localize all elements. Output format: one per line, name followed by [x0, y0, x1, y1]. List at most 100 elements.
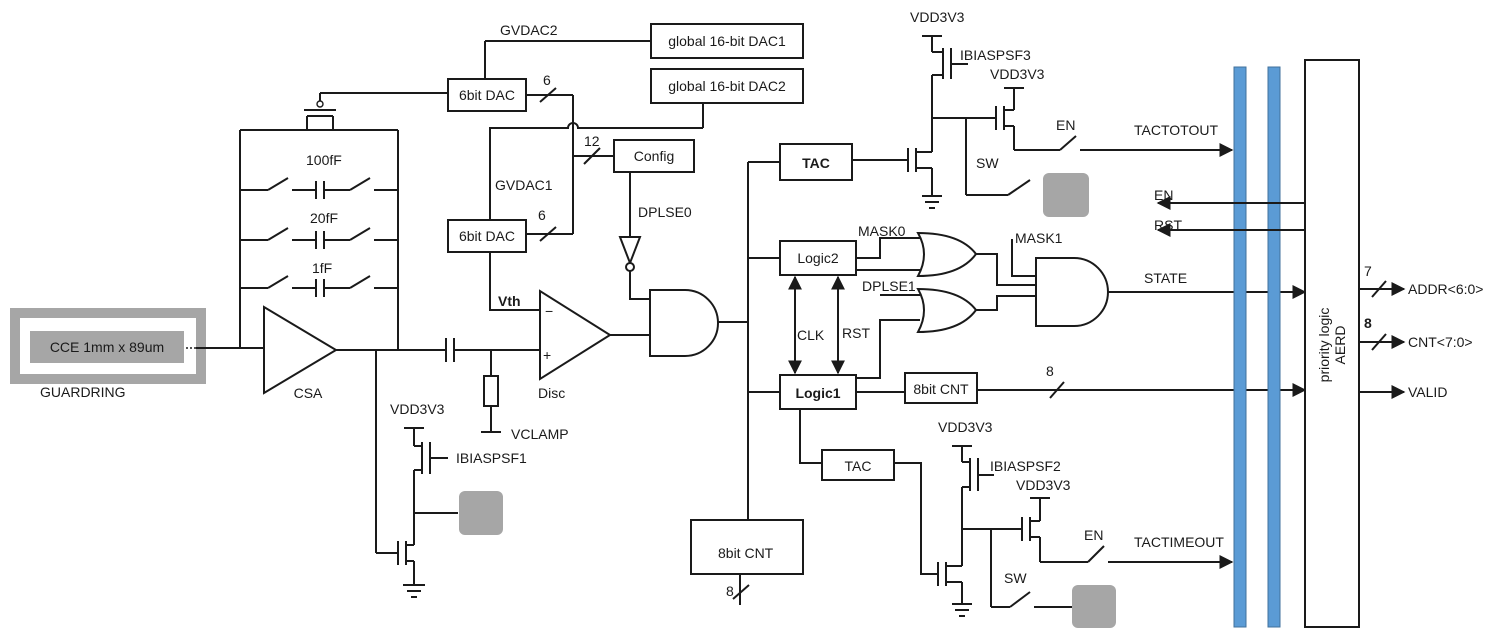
sw-top-label: SW — [976, 155, 999, 171]
en-top-label: EN — [1056, 117, 1075, 133]
bus-bar-right — [1267, 66, 1281, 628]
addr-width-label: 7 — [1364, 263, 1372, 279]
sensor-element — [30, 331, 184, 363]
cap-1f-label: 1fF — [312, 260, 332, 276]
ibias-sf1-label: IBIASPSF1 — [456, 450, 527, 466]
aerd-line1: priority logic — [1316, 308, 1332, 383]
vdd-sf1-label: VDD3V3 — [390, 401, 445, 417]
bus-slash-6-bottom — [539, 226, 557, 242]
vdd-bot2-label: VDD3V3 — [1016, 477, 1071, 493]
source-follower-1 — [375, 350, 458, 598]
disc-plus: + — [543, 347, 551, 363]
global-dac1-label: global 16-bit DAC1 — [668, 33, 786, 49]
clk-label: CLK — [797, 327, 825, 343]
gvdac2-label: GVDAC2 — [500, 22, 558, 38]
logic2-label: Logic2 — [797, 250, 838, 266]
or-gate-mask0 — [916, 231, 978, 278]
gvdac1-label: GVDAC1 — [495, 177, 553, 193]
en-sig-label: EN — [1154, 187, 1173, 203]
bus-slash-6-top — [539, 87, 557, 103]
logic1-label: Logic1 — [795, 385, 840, 401]
global-dac2-label: global 16-bit DAC2 — [668, 78, 786, 94]
vth-label: Vth — [498, 293, 521, 309]
coupling-capacitor — [445, 338, 540, 362]
config-block — [613, 139, 695, 173]
bus-slash-cnt-bottom — [732, 584, 750, 600]
mask0-label: MASK0 — [858, 223, 906, 239]
feedback-cap-100f — [240, 177, 398, 199]
dac6-bottom-label: 6bit DAC — [459, 228, 515, 244]
tactimeout-label: TACTIMEOUT — [1134, 534, 1224, 550]
wire-inverter-and — [629, 271, 650, 300]
dac6-top — [447, 78, 527, 112]
output-pad-bottom — [1072, 585, 1116, 628]
global-dac2 — [650, 68, 804, 104]
wire-logic1-or — [856, 319, 920, 379]
state-label: STATE — [1144, 270, 1187, 286]
clamp-resistor — [481, 350, 501, 433]
config-label: Config — [634, 148, 674, 164]
csa-label: CSA — [294, 385, 323, 401]
valid-label: VALID — [1408, 384, 1447, 400]
inverter-bubble — [625, 262, 635, 272]
vclamp-label: VCLAMP — [511, 426, 569, 442]
tac-bottom — [821, 449, 895, 481]
disc-label: Disc — [538, 385, 565, 401]
bus-slash-cnt-out — [1371, 333, 1387, 351]
aerd-label-group: priority logic AERD — [1316, 308, 1348, 383]
sensor-label: CCE 1mm x 89um — [50, 339, 164, 355]
rst-label: RST — [842, 325, 870, 341]
bus8-bottom-label: 8 — [726, 583, 734, 599]
bus6-bottom-label: 6 — [538, 207, 546, 223]
aerd-priority-logic — [1304, 59, 1360, 628]
logic2-block — [779, 240, 857, 276]
wire-or1-and — [976, 295, 1036, 311]
dac6-bottom — [447, 219, 527, 253]
rst-sig-label: RST — [1154, 217, 1182, 233]
disc-minus: − — [545, 303, 553, 319]
ibias-sf2-label: IBIASPSF2 — [990, 458, 1061, 474]
bus8-cnt-label: 8 — [1046, 363, 1054, 379]
dac6-top-label: 6bit DAC — [459, 87, 515, 103]
tac-top — [779, 143, 853, 181]
ibias-sf3-label: IBIASPSF3 — [960, 47, 1031, 63]
wire-logic1-tac — [799, 409, 822, 464]
cap-100f-label: 100fF — [306, 152, 342, 168]
output-pad-top — [1043, 173, 1089, 217]
tac-bottom-label: TAC — [845, 458, 872, 474]
reset-transistor — [304, 92, 448, 130]
cnt-logic-block — [904, 372, 978, 404]
en-bot-label: EN — [1084, 527, 1103, 543]
vdd-top1-label: VDD3V3 — [910, 9, 965, 25]
wire-logic2-or — [856, 237, 920, 259]
discriminator — [539, 289, 612, 381]
wire-mask1 — [1011, 239, 1036, 277]
dplse1-label: DPLSE1 — [862, 278, 916, 294]
or-gate-dplse1 — [916, 287, 978, 334]
and-gate-main — [649, 289, 719, 357]
top-output-stage — [852, 35, 1234, 209]
feedback-cap-1f — [240, 275, 398, 297]
cap-20f-label: 20fF — [310, 210, 338, 226]
bottom-output-stage — [894, 445, 1234, 617]
wire-or0-and — [976, 253, 1036, 286]
bus-slash-cnt — [1049, 381, 1065, 399]
addr-label: ADDR<6:0> — [1408, 281, 1483, 297]
bus-slash-addr — [1371, 280, 1387, 298]
cnt-width-label: 8 — [1364, 315, 1372, 331]
cnt-bottom-block — [690, 519, 804, 575]
tac-top-label: TAC — [802, 155, 830, 171]
logic1-block — [779, 374, 857, 410]
vdd-bot1-label: VDD3V3 — [938, 419, 993, 435]
cnt-out-label: CNT<7:0> — [1408, 334, 1473, 350]
mask1-label: MASK1 — [1015, 230, 1063, 246]
wire-vth — [489, 252, 540, 311]
feedback-cap-20f — [240, 227, 398, 249]
output-pad-1 — [459, 491, 503, 535]
csa-amplifier — [263, 305, 338, 395]
bus12-label: 12 — [584, 133, 600, 149]
cnt-logic-label: 8bit CNT — [913, 381, 969, 397]
inverter-dplse0 — [618, 236, 642, 266]
sensor-block: CCE 1mm x 89um GUARDRING — [10, 308, 206, 400]
